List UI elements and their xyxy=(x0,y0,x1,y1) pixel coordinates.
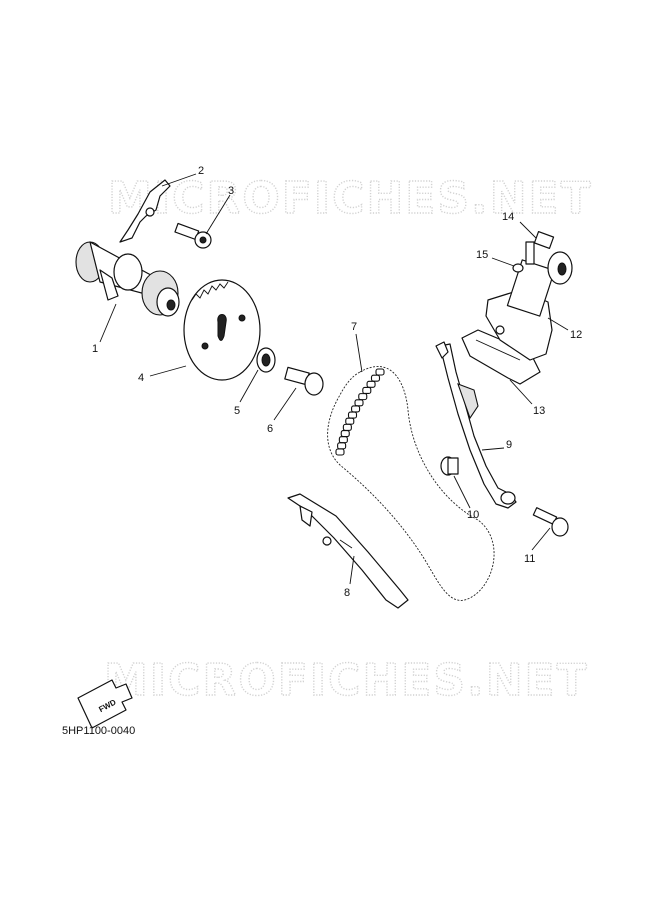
chain-link xyxy=(335,448,345,456)
diagram-code: 5HP1100-0040 xyxy=(62,725,135,737)
callout-9: 9 xyxy=(506,439,512,451)
callout-2: 2 xyxy=(198,165,204,177)
washer-icon xyxy=(256,347,276,373)
bolt-icon xyxy=(174,222,212,249)
tensioner-assembly-icon xyxy=(485,251,573,361)
camshaft-icon xyxy=(75,241,180,317)
callout-7: 7 xyxy=(351,321,357,333)
chain-link xyxy=(338,436,348,444)
bolt-icon xyxy=(532,507,569,537)
chain-link xyxy=(345,417,355,425)
tensioner-guide-icon xyxy=(435,341,517,509)
callout-12: 12 xyxy=(570,329,582,341)
callout-13: 13 xyxy=(533,405,545,417)
leader-lines xyxy=(99,173,569,585)
chain-link xyxy=(375,368,385,376)
callout-6: 6 xyxy=(267,423,273,435)
callout-11: 11 xyxy=(524,553,535,565)
callouts: 1 2 3 4 5 6 7 8 9 10 11 12 13 14 15 xyxy=(92,165,582,599)
chain-link xyxy=(340,429,350,438)
callout-3: 3 xyxy=(228,185,234,197)
chain-guide-icon xyxy=(287,493,409,609)
chain-link xyxy=(354,399,364,407)
o-ring-icon xyxy=(512,263,524,273)
callout-8: 8 xyxy=(344,587,350,599)
chain-link xyxy=(342,423,352,431)
bolt-icon xyxy=(284,366,324,396)
watermark-bottom: MICROFICHES.NET xyxy=(104,655,589,706)
cam-sprocket-icon xyxy=(183,279,261,381)
callout-14: 14 xyxy=(502,211,514,223)
callout-4: 4 xyxy=(138,372,144,384)
chain-link xyxy=(366,380,376,388)
callout-5: 5 xyxy=(234,405,240,417)
chain-link xyxy=(347,411,358,419)
callout-10: 10 xyxy=(467,509,479,521)
bolt-icon xyxy=(525,231,555,265)
watermark-top: MICROFICHES.NET xyxy=(108,173,593,224)
chain-link xyxy=(362,386,372,395)
chain-link xyxy=(351,405,361,413)
chain-link xyxy=(358,393,368,401)
chain-link xyxy=(370,374,381,382)
collar-icon xyxy=(440,456,459,476)
fwd-arrow-icon: FWD xyxy=(77,679,133,729)
retainer-plate-icon xyxy=(119,179,171,243)
callout-15: 15 xyxy=(476,249,488,261)
gasket-icon xyxy=(461,329,541,385)
callout-1: 1 xyxy=(92,343,98,355)
timing-chain-icon xyxy=(327,366,495,601)
chain-link xyxy=(337,442,347,450)
